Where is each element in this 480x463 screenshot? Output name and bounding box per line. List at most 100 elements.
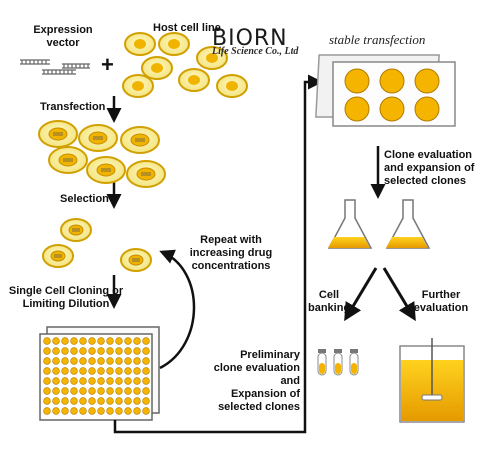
plate-well	[97, 337, 105, 345]
label-expression-vector: Expression vector	[33, 24, 93, 49]
plate-well	[115, 387, 123, 395]
plate-well	[43, 397, 51, 405]
host-cell-icon	[141, 56, 173, 80]
cryo-tubes-icon	[317, 349, 359, 376]
label-single-cell-cloning: Single Cell Cloning or Limiting Dilution	[8, 285, 124, 310]
plate-well	[133, 357, 141, 365]
plate-well	[124, 367, 132, 375]
selected-cell-icon	[42, 244, 74, 268]
plate-well	[97, 397, 105, 405]
plate-well	[61, 357, 69, 365]
plate-well	[124, 357, 132, 365]
plate-well	[70, 367, 78, 375]
plate-well	[88, 407, 96, 415]
plate-well	[70, 337, 78, 345]
expression-vector-dna-icon	[20, 59, 90, 75]
transfected-cell-icon	[48, 146, 88, 174]
culture-well	[414, 68, 440, 94]
plate-well	[106, 347, 114, 355]
plate-well	[115, 397, 123, 405]
label-further-evaluation: Further evaluation	[413, 289, 469, 314]
plate-well	[88, 387, 96, 395]
plate-well	[61, 377, 69, 385]
host-cell-icon	[122, 74, 154, 98]
label-clone-evaluation: Clone evaluation and expansion of select…	[384, 149, 475, 187]
plate-well	[52, 337, 60, 345]
plate-well	[88, 337, 96, 345]
plate-well	[97, 367, 105, 375]
plate-well	[43, 387, 51, 395]
plate-well	[115, 347, 123, 355]
plate-well	[106, 407, 114, 415]
plate-well	[70, 377, 78, 385]
plate-well	[142, 377, 150, 385]
plate-well	[70, 387, 78, 395]
plus-sign: +	[101, 52, 114, 77]
plate-well	[52, 367, 60, 375]
plate-well	[142, 347, 150, 355]
plate-well	[70, 357, 78, 365]
plate-well	[115, 367, 123, 375]
selected-cell-icon	[120, 248, 152, 272]
plate-well	[52, 387, 60, 395]
plate-well	[79, 357, 87, 365]
plate-well	[106, 367, 114, 375]
plate-well	[97, 387, 105, 395]
plate-well	[124, 407, 132, 415]
label-stable-transfection: stable transfection	[329, 32, 426, 47]
host-cells-group	[122, 32, 248, 98]
label-repeat: Repeat with increasing drug concentratio…	[189, 234, 273, 272]
connector-to-stable-transfection	[113, 74, 323, 434]
plate-well	[88, 367, 96, 375]
plate-well	[106, 337, 114, 345]
plate-well	[79, 377, 87, 385]
transfected-cells-group	[38, 120, 166, 188]
plate-well	[133, 337, 141, 345]
repeat-curved-arrow	[159, 249, 196, 370]
label-host-cell-line: Host cell line	[153, 22, 221, 34]
label-selection: Selection	[60, 193, 109, 205]
plate-well	[115, 377, 123, 385]
bioreactor-icon	[399, 338, 465, 423]
plate-well	[52, 347, 60, 355]
plate-well	[133, 397, 141, 405]
host-cell-icon	[124, 32, 156, 56]
plate-well	[43, 337, 51, 345]
plate-well	[142, 357, 150, 365]
plate-well	[70, 397, 78, 405]
plate-well	[52, 377, 60, 385]
selected-cell-icon	[60, 218, 92, 242]
plate-well	[61, 407, 69, 415]
plate-well	[88, 377, 96, 385]
plate-well	[88, 397, 96, 405]
plate-well	[97, 377, 105, 385]
plate-well	[142, 387, 150, 395]
plate-well	[79, 367, 87, 375]
plate-well	[43, 367, 51, 375]
plate-well	[106, 357, 114, 365]
arrow-to-further-evaluation	[382, 267, 416, 322]
flask-icon	[385, 199, 431, 249]
plate-well	[79, 397, 87, 405]
biorn-logo: BIORN	[212, 26, 288, 51]
plate-well	[61, 387, 69, 395]
plate-well	[97, 357, 105, 365]
plate-well	[43, 357, 51, 365]
plate-well	[106, 377, 114, 385]
culture-well	[379, 96, 405, 122]
plate-well	[124, 387, 132, 395]
label-cell-banking: Cell banking	[308, 289, 351, 314]
logo-tagline: Life Science Co., Ltd	[212, 46, 299, 57]
plate-well	[43, 347, 51, 355]
plate-well	[70, 347, 78, 355]
culture-well	[414, 96, 440, 122]
plate-well	[97, 347, 105, 355]
host-cell-icon	[178, 68, 210, 92]
plate-well	[97, 407, 105, 415]
plate-well	[133, 347, 141, 355]
culture-well	[344, 96, 370, 122]
label-transfection: Transfection	[40, 101, 106, 113]
plate-well	[115, 407, 123, 415]
plate-well	[61, 397, 69, 405]
